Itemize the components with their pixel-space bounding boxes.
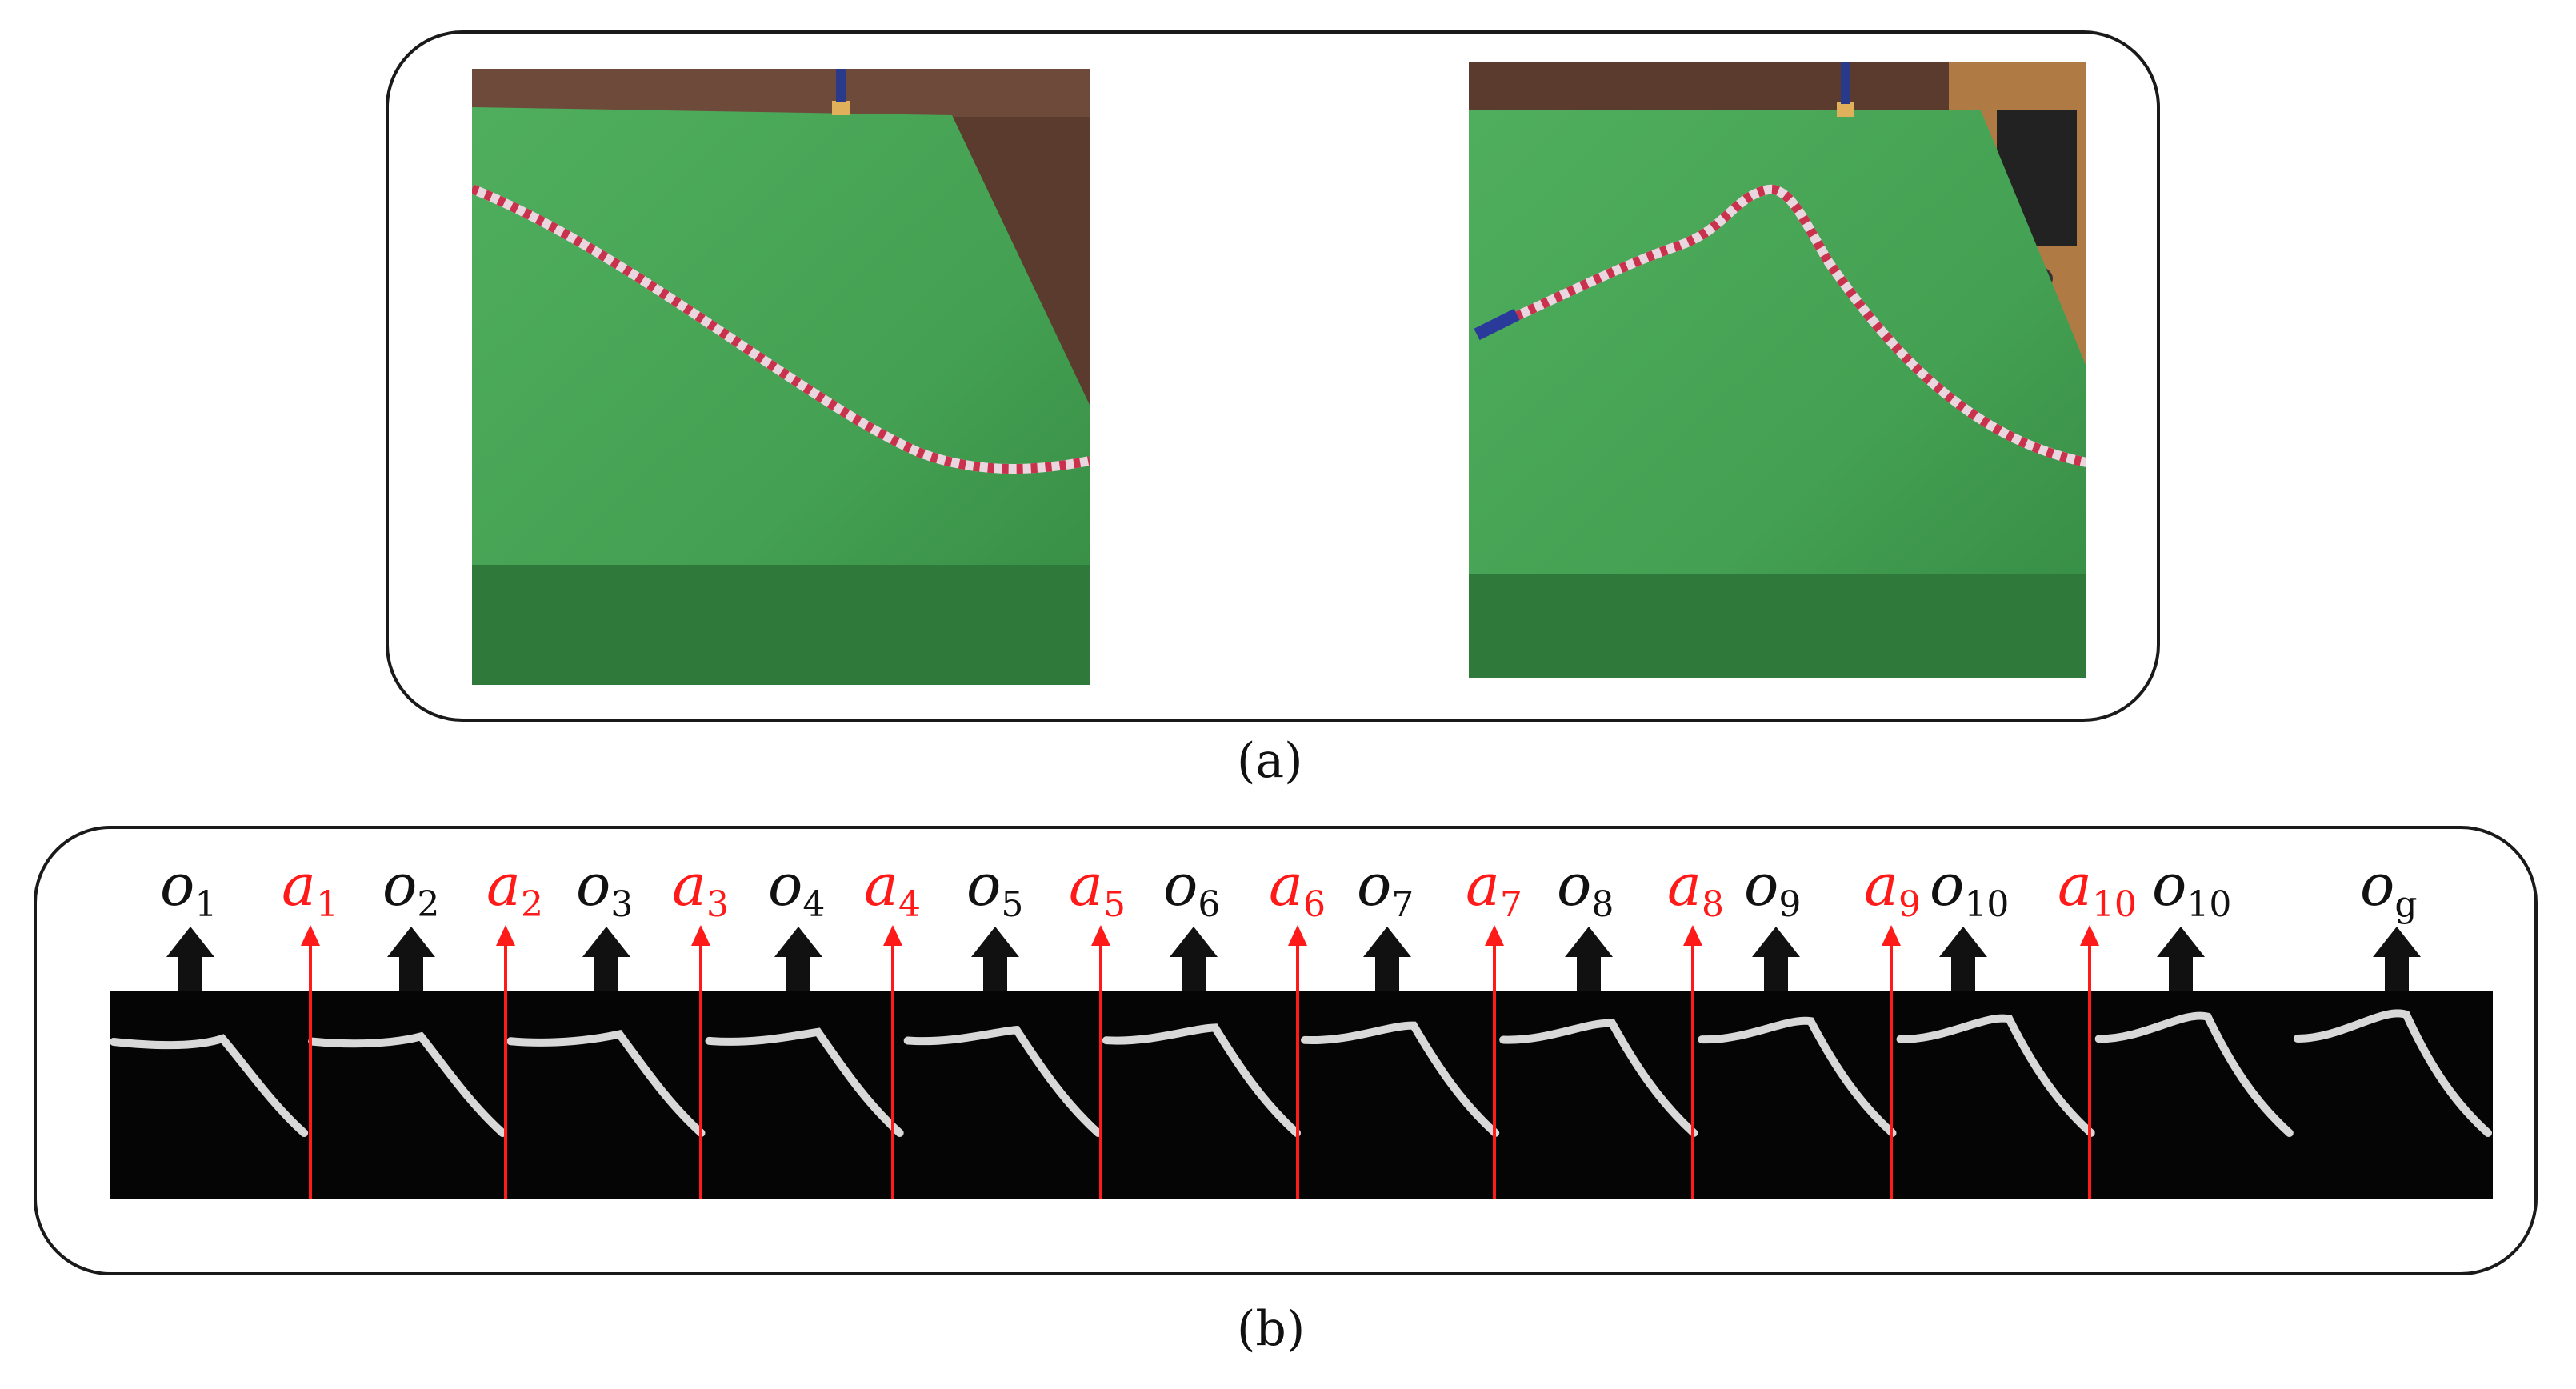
rope-frame-10 (1896, 1014, 2095, 1137)
rope-frame-9 (1698, 1016, 1897, 1137)
action-arrow-head-icon (1683, 925, 1702, 946)
action-arrow-head-icon (1288, 925, 1307, 946)
observation-arrow-icon (774, 927, 822, 991)
action-arrow-head-icon (1485, 925, 1504, 946)
action-arrow-head-icon (2080, 925, 2099, 946)
observation-arrow-icon (1363, 927, 1411, 991)
rope-frame-strip (110, 991, 2493, 1199)
observation-arrow-icon (1170, 927, 1218, 991)
rope-frame-6 (1102, 1023, 1301, 1137)
rope-frame-5 (903, 1025, 1102, 1137)
action-arrow-head-icon (883, 925, 902, 946)
initial-rope-photo (472, 69, 1090, 685)
action-arrow-head-icon (1882, 925, 1901, 946)
observation-arrow-icon (1939, 927, 1987, 991)
rope-frame-12 (2293, 1009, 2492, 1137)
rope-frame-4 (705, 1027, 904, 1137)
rope-frame-2 (308, 1031, 507, 1137)
rope-frame-7 (1301, 1021, 1500, 1137)
action-arrow-head-icon (691, 925, 710, 946)
observation-arrow-icon (2373, 927, 2421, 991)
rope-frame-3 (506, 1029, 706, 1137)
panel-b-caption: (b) (1237, 1301, 1306, 1357)
strip-background (110, 991, 2493, 1199)
observation-arrow-icon (1752, 927, 1800, 991)
observation-arrow-icon (582, 927, 630, 991)
action-arrow-head-icon (496, 925, 515, 946)
rope-frame-8 (1499, 1019, 1698, 1137)
rope-frame-11 (2094, 1011, 2294, 1137)
action-arrow-head-icon (301, 925, 320, 946)
observation-arrow-icon (971, 927, 1019, 991)
panel-a-caption: (a) (1237, 733, 1303, 789)
rope-frame-1 (110, 1034, 309, 1137)
action-arrow-head-icon (1091, 925, 1110, 946)
observation-arrow-icon (166, 927, 214, 991)
observation-arrow-icon (1565, 927, 1613, 991)
observation-arrow-icon (2157, 927, 2205, 991)
observation-arrow-icon (387, 927, 435, 991)
goal-rope-photo (1469, 62, 2086, 678)
